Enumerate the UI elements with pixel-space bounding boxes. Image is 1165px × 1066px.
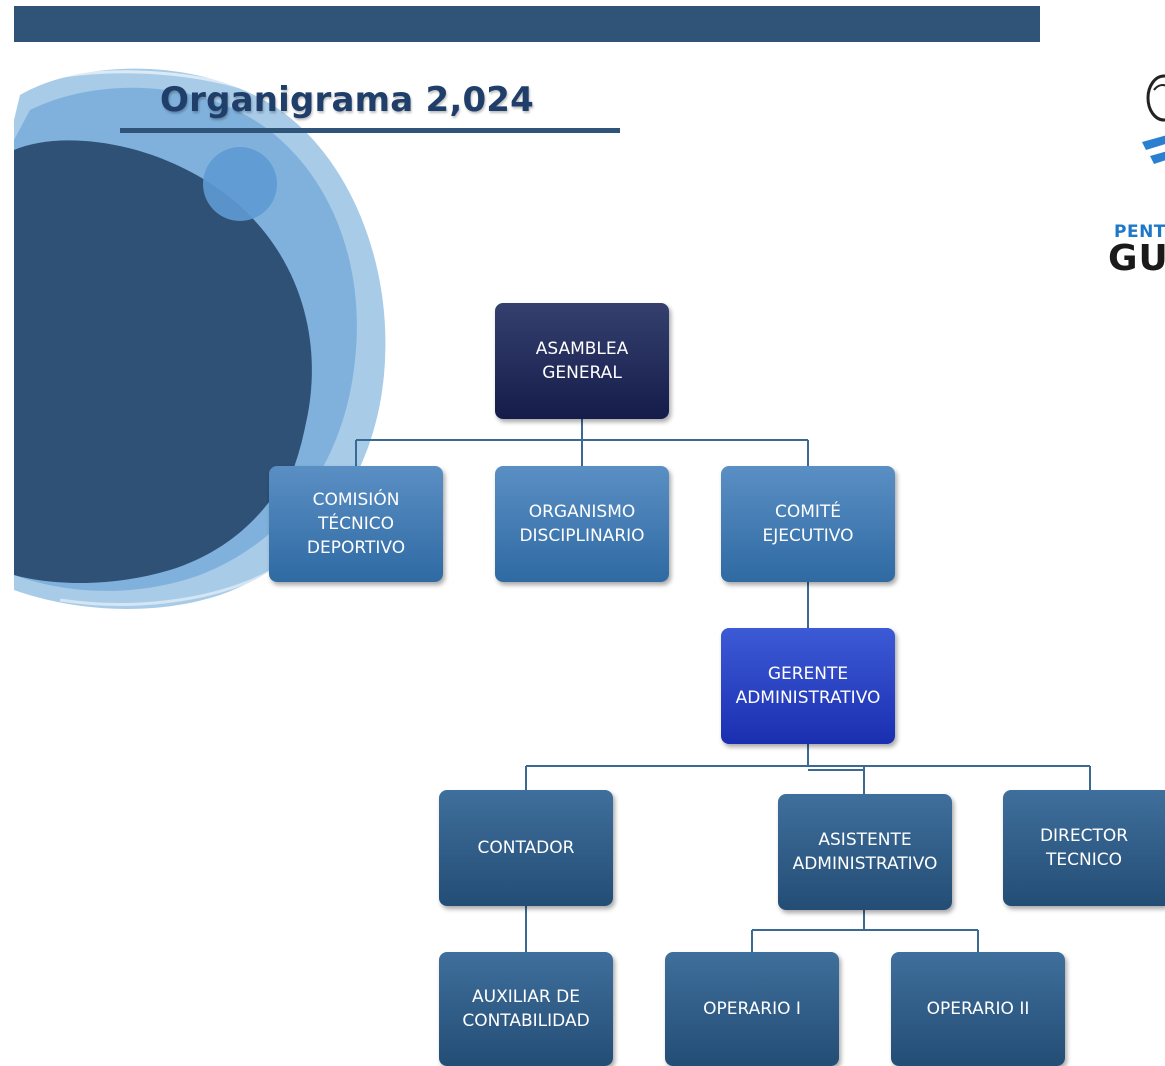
node-operario-ii: OPERARIO II (891, 952, 1065, 1066)
logo-text-top: PENT (1114, 222, 1165, 242)
node-auxiliar-de-contabilidad: AUXILIAR DE CONTABILIDAD (439, 952, 613, 1066)
node-organismo-disciplinario: ORGANISMO DISCIPLINARIO (495, 466, 669, 582)
top-banner (14, 6, 1040, 42)
node-comite-ejecutivo: COMITÉ EJECUTIVO (721, 466, 895, 582)
title-underline (120, 128, 620, 133)
node-comision-tecnico-deportivo: COMISIÓN TÉCNICO DEPORTIVO (269, 466, 443, 582)
organization-logo: PENT GU (1108, 60, 1165, 290)
node-director-tecnico: DIRECTOR TECNICO (1003, 790, 1165, 906)
node-operario-i: OPERARIO I (665, 952, 839, 1066)
node-gerente-administrativo: GERENTE ADMINISTRATIVO (721, 628, 895, 744)
node-contador: CONTADOR (439, 790, 613, 906)
node-asistente-administrativo: ASISTENTE ADMINISTRATIVO (778, 794, 952, 910)
logo-text-bottom: GU (1108, 238, 1165, 279)
node-asamblea-general: ASAMBLEA GENERAL (495, 303, 669, 419)
page-title: Organigrama 2,024 (160, 80, 535, 120)
